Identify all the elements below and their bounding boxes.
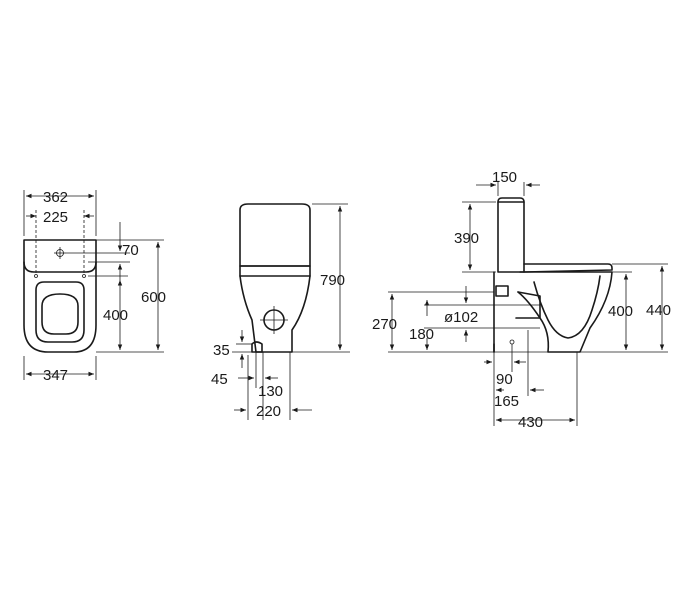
dim-profile-165: 165 xyxy=(494,393,519,410)
dim-profile-180: 180 xyxy=(409,326,434,343)
dim-front-362: 362 xyxy=(43,189,68,206)
dim-front-347: 347 xyxy=(43,367,68,384)
dim-side-130: 130 xyxy=(258,383,283,400)
dim-front-600: 600 xyxy=(141,289,166,306)
dim-side-790: 790 xyxy=(320,272,345,289)
dim-profile-150: 150 xyxy=(492,169,517,186)
dim-side-35: 35 xyxy=(213,342,230,359)
dim-front-400: 400 xyxy=(103,307,128,324)
dim-profile-440: 440 xyxy=(646,302,671,319)
profile-view: 150 390 270 ø102 180 400 440 90 xyxy=(372,169,671,431)
dim-side-45: 45 xyxy=(211,371,228,388)
front-view: 362 225 70 600 400 347 xyxy=(23,189,166,384)
dim-front-225: 225 xyxy=(43,209,68,226)
dim-profile-90: 90 xyxy=(496,371,513,388)
side-view: 790 35 45 130 220 xyxy=(211,203,350,420)
dim-profile-270: 270 xyxy=(372,316,397,333)
dim-profile-400: 400 xyxy=(608,303,633,320)
dim-profile-d102: ø102 xyxy=(444,309,478,326)
dim-profile-390: 390 xyxy=(454,230,479,247)
dim-front-70: 70 xyxy=(122,242,139,259)
dim-side-220: 220 xyxy=(256,403,281,420)
dim-profile-430: 430 xyxy=(518,414,543,431)
